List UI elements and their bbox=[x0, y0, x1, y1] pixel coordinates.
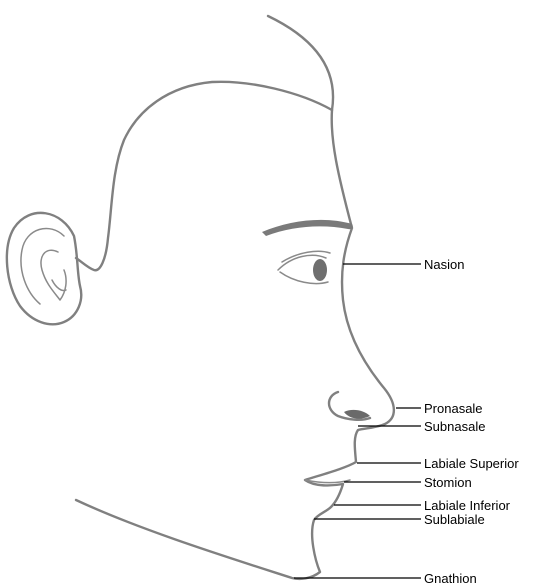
landmark-labels: Nasion Pronasale Subnasale Labiale Super… bbox=[424, 257, 519, 586]
label-pronasale: Pronasale bbox=[424, 401, 483, 416]
eye-iris bbox=[313, 259, 327, 281]
label-gnathion: Gnathion bbox=[424, 571, 477, 586]
label-subnasale: Subnasale bbox=[424, 419, 485, 434]
ear-tragus bbox=[52, 280, 66, 291]
label-sublabiale: Sublabiale bbox=[424, 512, 485, 527]
profile-outline bbox=[76, 16, 394, 579]
label-labiale-inferior: Labiale Inferior bbox=[424, 498, 511, 513]
ear-inner-fold bbox=[21, 228, 64, 304]
cranium-outline bbox=[76, 82, 332, 270]
eyebrow bbox=[262, 220, 353, 236]
ear-antihelix bbox=[41, 250, 66, 300]
label-labiale-superior: Labiale Superior bbox=[424, 456, 519, 471]
label-stomion: Stomion bbox=[424, 475, 472, 490]
nostril bbox=[344, 410, 370, 419]
ear-outline bbox=[7, 213, 81, 324]
label-nasion: Nasion bbox=[424, 257, 464, 272]
